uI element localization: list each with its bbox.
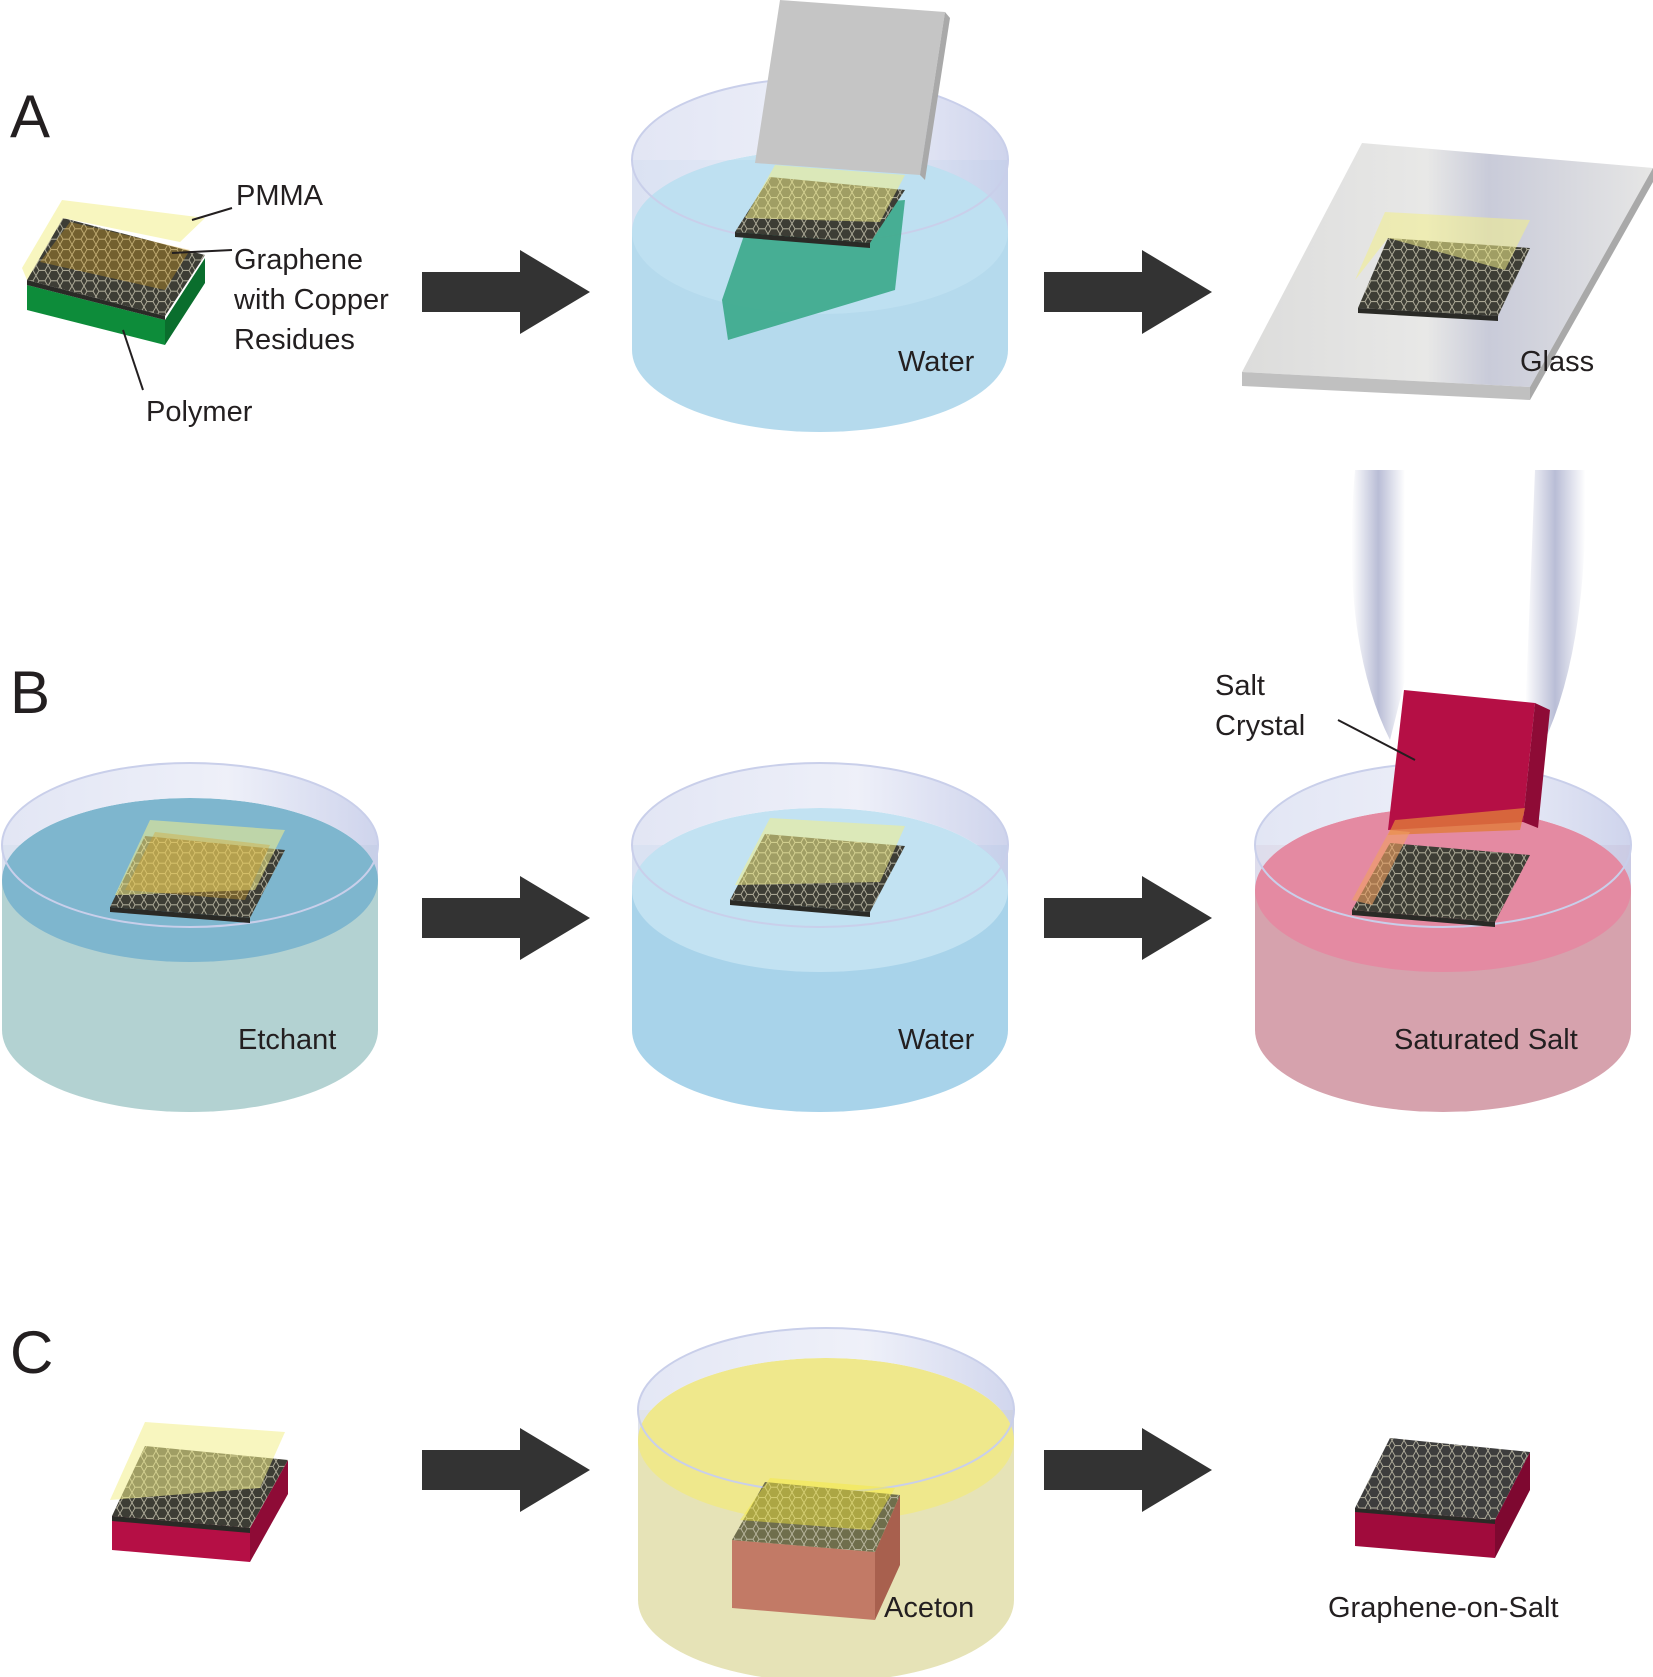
sample-polymer-a [22, 200, 205, 345]
label-glass: Glass [1520, 346, 1595, 378]
salt-crystal [1388, 690, 1535, 830]
leader-polymer [122, 329, 144, 391]
beaker-water-b [631, 762, 1009, 1112]
sample-rinsing [730, 818, 905, 917]
label-etchant: Etchant [238, 1024, 337, 1056]
label-aceton: Aceton [884, 1592, 975, 1624]
arrow-c1 [422, 1428, 590, 1512]
arrow-b2 [1044, 876, 1212, 960]
sample-on-glass [1355, 212, 1530, 321]
label-graphene-on-salt: Graphene-on-Salt [1328, 1592, 1559, 1624]
arrow-b1 [422, 876, 590, 960]
arrow-a2 [1044, 250, 1212, 334]
leader-graphene [171, 249, 233, 254]
label-water-a: Water [898, 346, 975, 378]
graphene-on-salt-sample [1355, 1438, 1530, 1558]
leader-pmma [191, 207, 233, 221]
arrow-c2 [1044, 1428, 1212, 1512]
glass-slide-dip [755, 0, 945, 175]
sample-etching [110, 820, 285, 923]
label-water-b: Water [898, 1024, 975, 1056]
label-graphene-copper: Graphene with Copper Residues [234, 244, 389, 356]
panel-label-c: C [10, 1319, 54, 1386]
label-polymer: Polymer [146, 396, 253, 428]
label-salt-crystal: Salt Crystal [1215, 670, 1306, 742]
sample-floating-a [735, 165, 905, 248]
label-pmma: PMMA [236, 180, 323, 212]
sample-fishing [1352, 830, 1530, 927]
label-saturated-salt: Saturated Salt [1394, 1024, 1578, 1056]
leader-salt-crystal [1337, 719, 1416, 761]
panel-label-a: A [10, 83, 51, 150]
sample-dissolving [732, 1478, 900, 1620]
panel-label-b: B [10, 659, 51, 726]
sample-on-salt-pmma [110, 1422, 288, 1562]
tweezers [1351, 470, 1586, 760]
arrow-a1 [422, 250, 590, 334]
